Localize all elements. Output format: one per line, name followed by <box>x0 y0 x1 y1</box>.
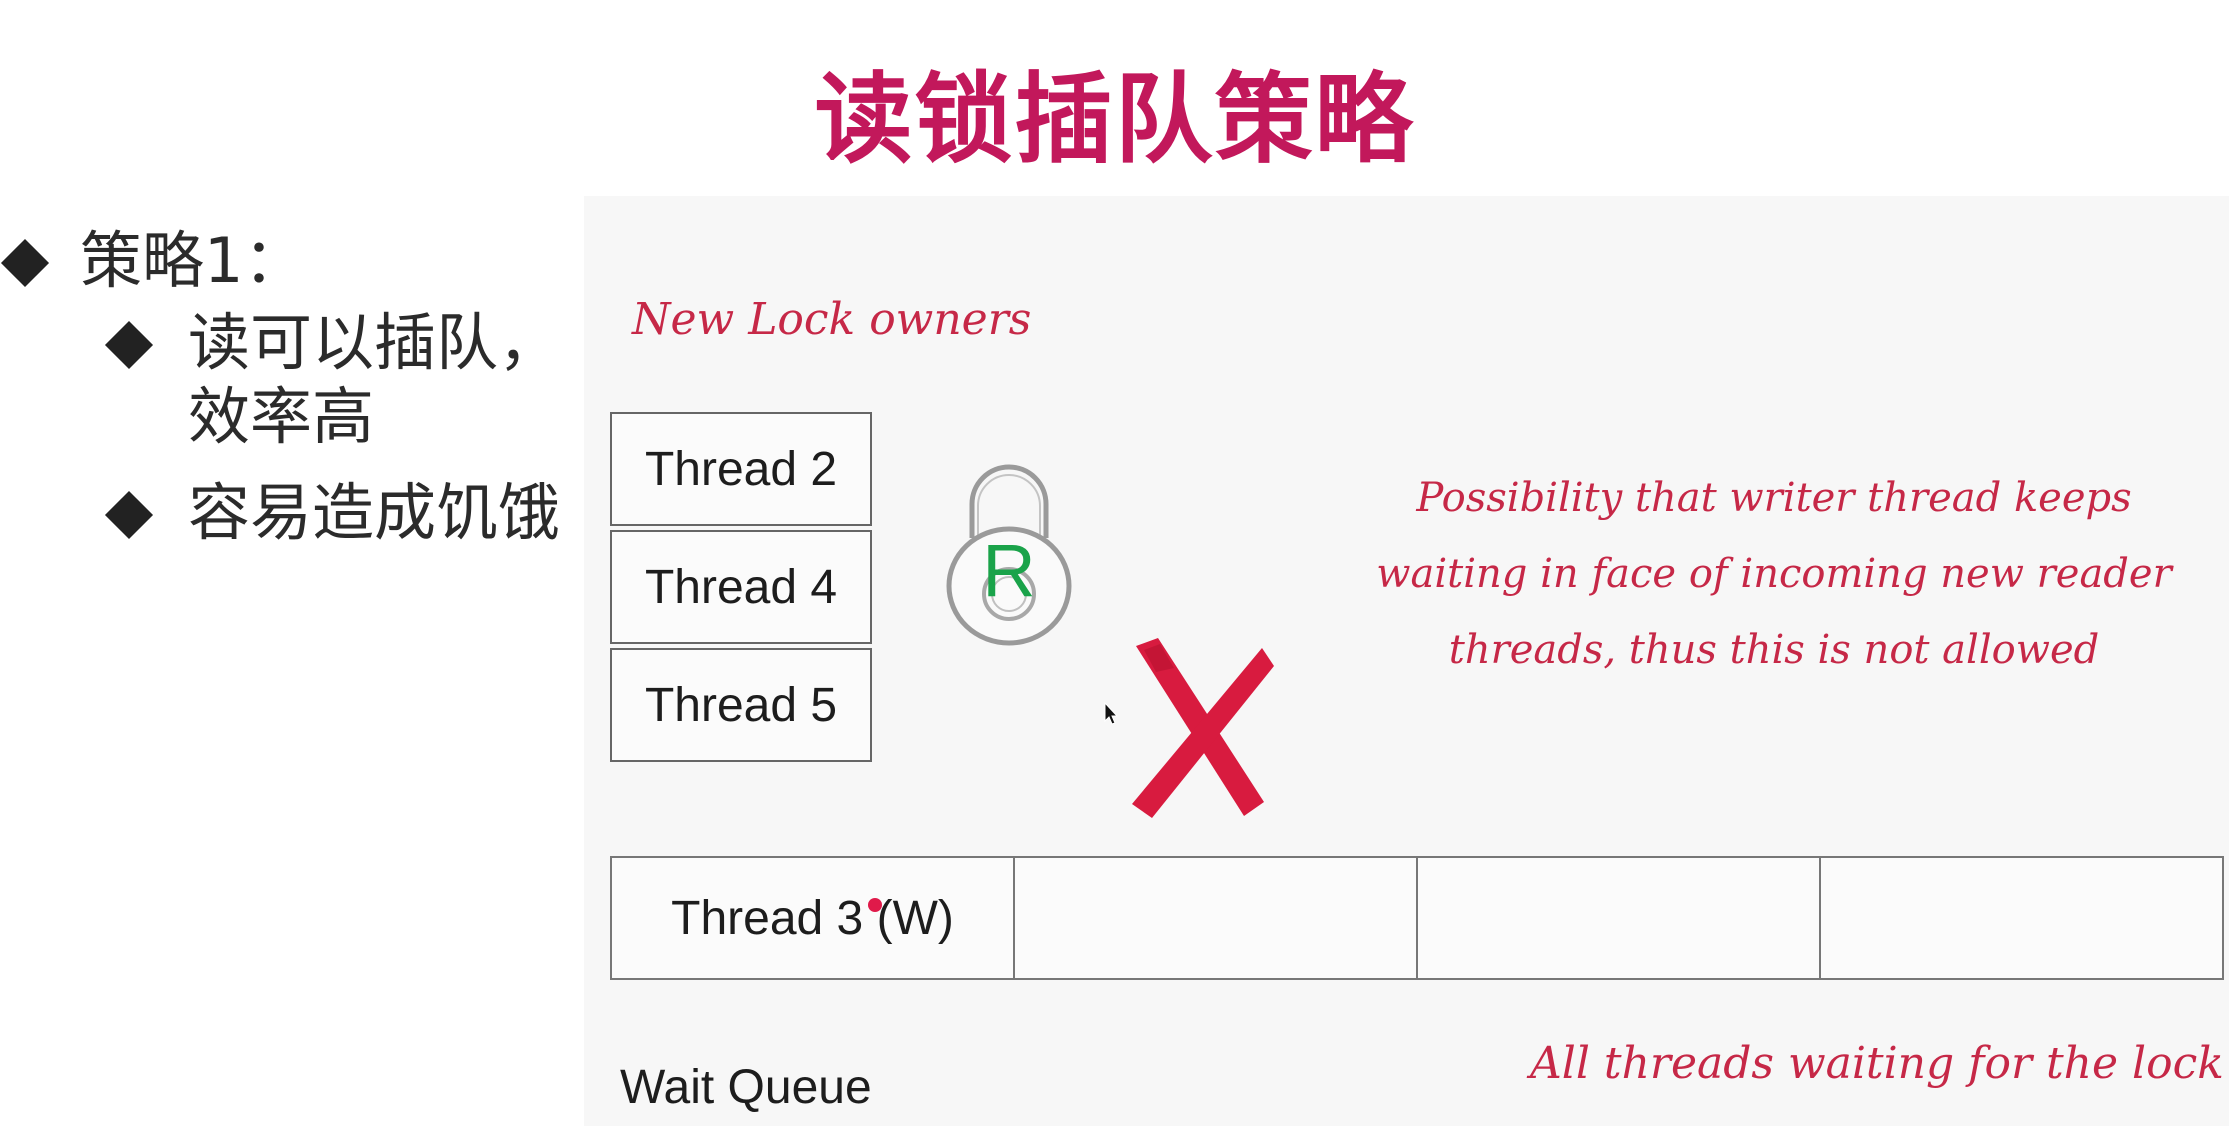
queue-cell <box>1821 858 2222 978</box>
queue-cell <box>1015 858 1418 978</box>
diamond-bullet-icon <box>104 490 154 540</box>
wait-queue: Thread 3 (W) <box>610 856 2224 980</box>
starvation-note: Possibility that writer thread keeps wai… <box>1376 475 2172 673</box>
diamond-bullet-icon <box>0 238 50 288</box>
red-dot-marker <box>868 898 882 912</box>
wait-queue-label: Wait Queue <box>620 1061 872 1114</box>
bullet-level2-text: 容易造成饥饿 <box>188 476 561 549</box>
bullet-level2-text: 读可以插队， <box>188 306 561 379</box>
bullet-level2-text-cont: 效率高 <box>188 380 375 453</box>
bullet-level1: 策略1： <box>0 224 306 298</box>
padlock-icon: R <box>946 464 1072 646</box>
owner-thread-box: Thread 2 <box>610 412 872 526</box>
queue-cell: Thread 3 (W) <box>612 858 1015 978</box>
cross-icon <box>1132 638 1274 818</box>
owner-thread-box: Thread 5 <box>610 648 872 762</box>
bullet-level2-item: 容易造成饥饿 <box>104 476 561 550</box>
bullet-level1-text: 策略1： <box>80 224 306 297</box>
queue-cell <box>1418 858 1821 978</box>
mouse-pointer-icon <box>1104 702 1119 725</box>
new-lock-owners-label: New Lock owners <box>632 294 1032 345</box>
bullet-level2-item: 读可以插队， 效率高 <box>104 306 561 454</box>
wait-queue-note: All threads waiting for the lock <box>1530 1038 2224 1089</box>
queue-cell-text: Thread 3 (W) <box>671 891 954 945</box>
lock-letter: R <box>982 529 1035 612</box>
owner-thread-box: Thread 4 <box>610 530 872 644</box>
slide-title: 读锁插队策略 <box>814 63 1415 177</box>
diagram-panel: New Lock owners Thread 2 Thread 4 Thread… <box>584 196 2229 1126</box>
diamond-bullet-icon <box>104 320 154 370</box>
